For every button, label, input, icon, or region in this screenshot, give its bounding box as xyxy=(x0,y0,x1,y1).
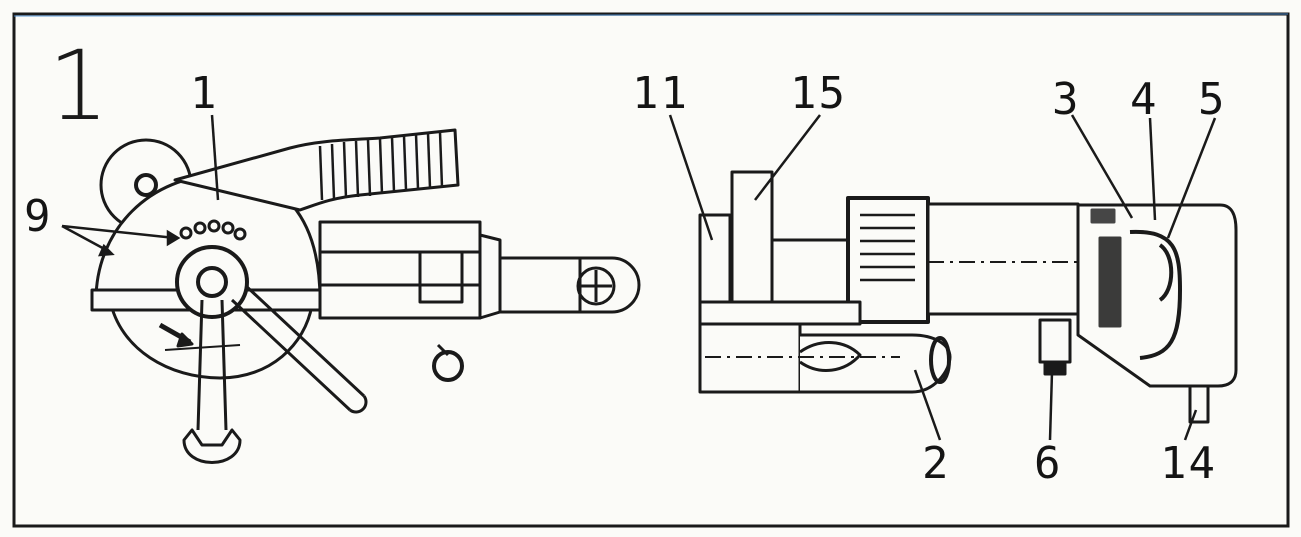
callout-3: 3 xyxy=(1052,74,1081,125)
saw-top-view xyxy=(698,170,1238,424)
leader-lines-left xyxy=(61,114,220,257)
callout-11: 11 xyxy=(632,68,689,119)
callout-9: 9 xyxy=(24,191,53,242)
callout-2: 2 xyxy=(922,438,951,489)
callout-14: 14 xyxy=(1160,438,1217,489)
figure-number: 1 xyxy=(48,30,110,142)
callout-5: 5 xyxy=(1198,74,1227,125)
callout-6: 6 xyxy=(1034,438,1063,489)
figure-frame xyxy=(12,12,1290,528)
callout-15: 15 xyxy=(790,68,847,119)
callout-4: 4 xyxy=(1130,74,1159,125)
leader-lines-right xyxy=(668,114,1217,441)
saw-side-view xyxy=(90,128,641,464)
callout-1: 1 xyxy=(190,68,219,119)
